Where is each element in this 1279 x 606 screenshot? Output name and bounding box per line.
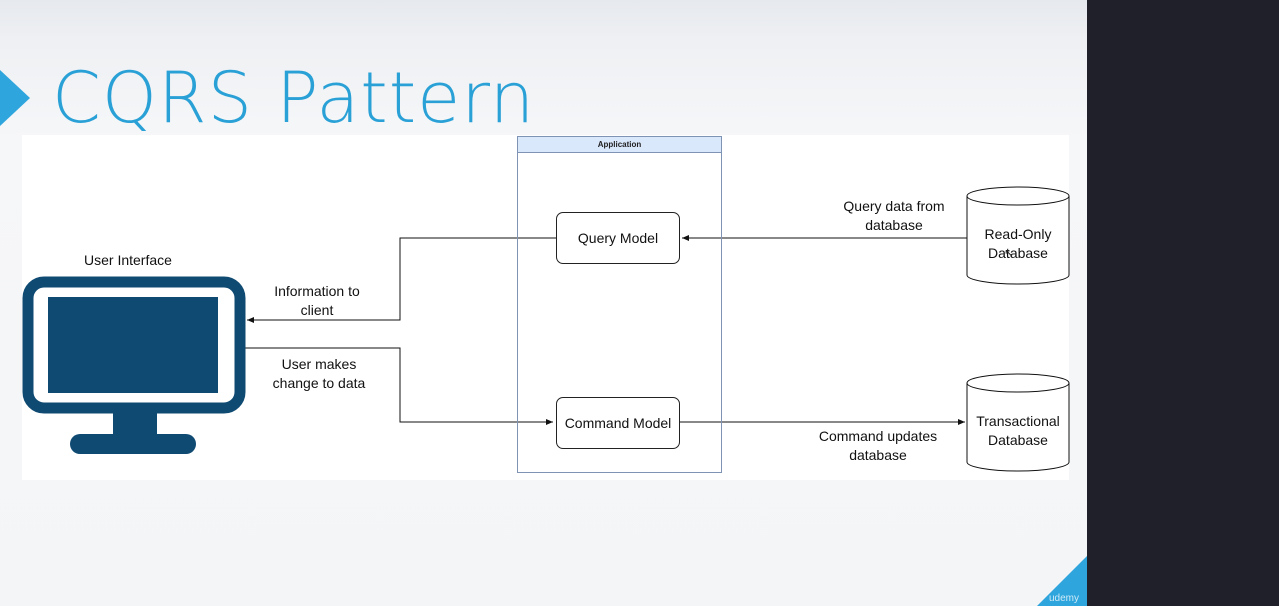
info-to-client-line1: Information to (274, 283, 360, 299)
transactional-database-icon (966, 373, 1070, 472)
read-only-database-label: Read-Only Database (967, 225, 1069, 263)
command-model-box: Command Model (556, 397, 680, 449)
page-title: CQRS Pattern (52, 57, 536, 139)
diagram-connectors (22, 186, 1070, 472)
application-header: Application (518, 137, 721, 153)
transactional-database-line1: Transactional (976, 413, 1060, 429)
mouse-cursor-icon: ↖ (1004, 246, 1015, 260)
read-only-database-line2: Database (988, 245, 1048, 261)
user-interface-label: User Interface (84, 252, 172, 268)
query-data-line1: Query data from (843, 198, 945, 214)
info-to-client-label: Information to client (262, 282, 372, 320)
slide: CQRS Pattern (0, 0, 1087, 606)
query-data-label: Query data from database (826, 197, 962, 235)
arrow-user-change (244, 347, 553, 425)
command-updates-line1: Command updates (818, 428, 938, 444)
brand-watermark: udemy (1048, 593, 1079, 604)
query-data-line2: database (865, 217, 923, 233)
query-model-box: Query Model (556, 212, 680, 264)
info-to-client-line2: client (300, 302, 334, 318)
title-arrow-icon (0, 70, 30, 126)
read-only-database-icon (966, 186, 1070, 285)
corner-accent (1037, 556, 1087, 606)
side-panel (1087, 0, 1279, 606)
user-makes-change-label: User makes change to data (259, 355, 379, 393)
transactional-database-label: Transactional Database (967, 412, 1069, 450)
transactional-database-line2: Database (988, 432, 1048, 448)
user-makes-change-line1: User makes (281, 356, 357, 372)
command-updates-line2: database (849, 447, 907, 463)
monitor-icon (22, 276, 246, 454)
read-only-database-line1: Read-Only (984, 226, 1052, 242)
arrow-info-to-client (247, 237, 556, 323)
application-container: Application (517, 136, 722, 473)
command-updates-label: Command updates database (810, 427, 946, 465)
user-makes-change-line2: change to data (272, 375, 366, 391)
